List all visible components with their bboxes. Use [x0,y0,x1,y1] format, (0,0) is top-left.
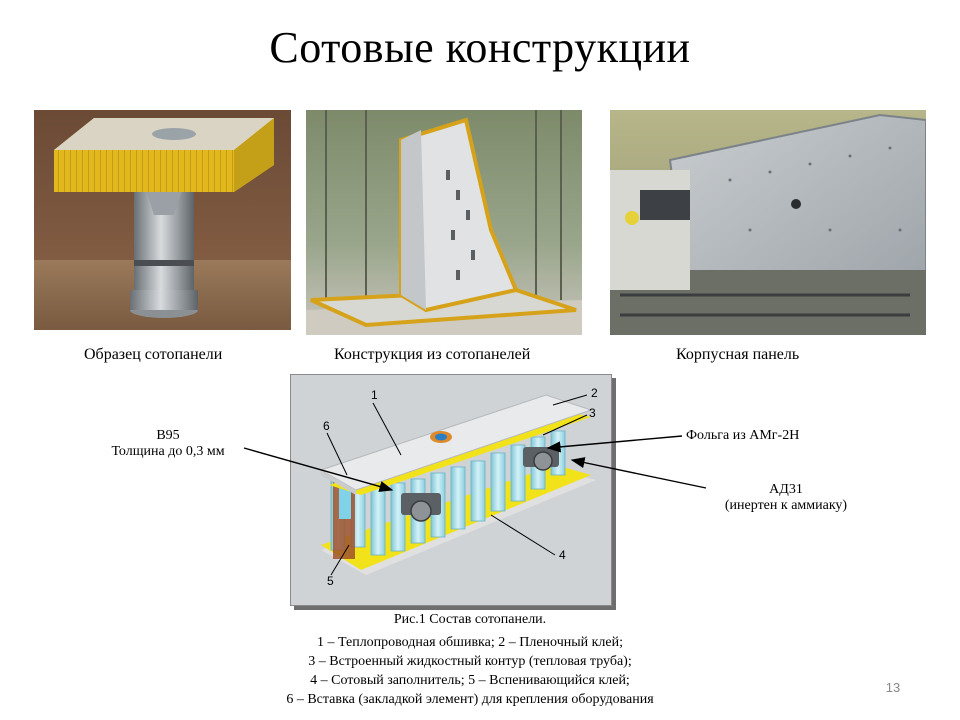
photo-caption-sample: Образец сотопанели [84,346,223,363]
photo-caption-body-panel: Корпусная панель [676,346,800,363]
figure-title: Рис.1 Состав сотопанели. [393,612,547,627]
label-b95: В95 Толщина до 0,3 мм [100,428,236,460]
label-ad31-name: АД31 [769,482,803,497]
label-b95-name: В95 [156,428,180,443]
legend-line-2: 3 – Встроенный жидкостный контур (теплов… [308,654,632,669]
photo-caption-structure: Конструкция из сотопанелей [334,346,531,363]
legend-line-3: 4 – Сотовый заполнитель; 5 – Вспенивающи… [310,673,630,688]
diagram-number-1: 1 [371,388,378,402]
legend-line-4: 6 – Вставка (закладкой элемент) для креп… [286,692,654,707]
diagram-number-4: 4 [559,548,566,562]
label-ad31: АД31 (инертен к аммиаку) [712,482,860,514]
diagram-number-6: 6 [323,419,330,433]
diagram-number-3: 3 [589,406,596,420]
label-foil: Фольга из АМг-2Н [686,428,800,443]
honeycomb-sample-photo [34,110,291,330]
label-ad31-note: (инертен к аммиаку) [724,498,848,513]
diagram-number-5: 5 [327,574,334,588]
figure-legend: 1 – Теплопроводная обшивка; 2 – Пленочны… [200,633,740,709]
label-b95-thickness: Толщина до 0,3 мм [111,444,225,459]
honeycomb-structure-photo [306,110,582,335]
slide-title: Сотовые конструкции [269,23,691,72]
body-panel-photo [610,110,926,335]
diagram-number-2: 2 [591,386,598,400]
legend-line-1: 1 – Теплопроводная обшивка; 2 – Пленочны… [316,635,624,650]
honeycomb-panel-diagram: 1 2 3 4 5 6 [290,374,612,606]
page-number: 13 [885,680,901,695]
